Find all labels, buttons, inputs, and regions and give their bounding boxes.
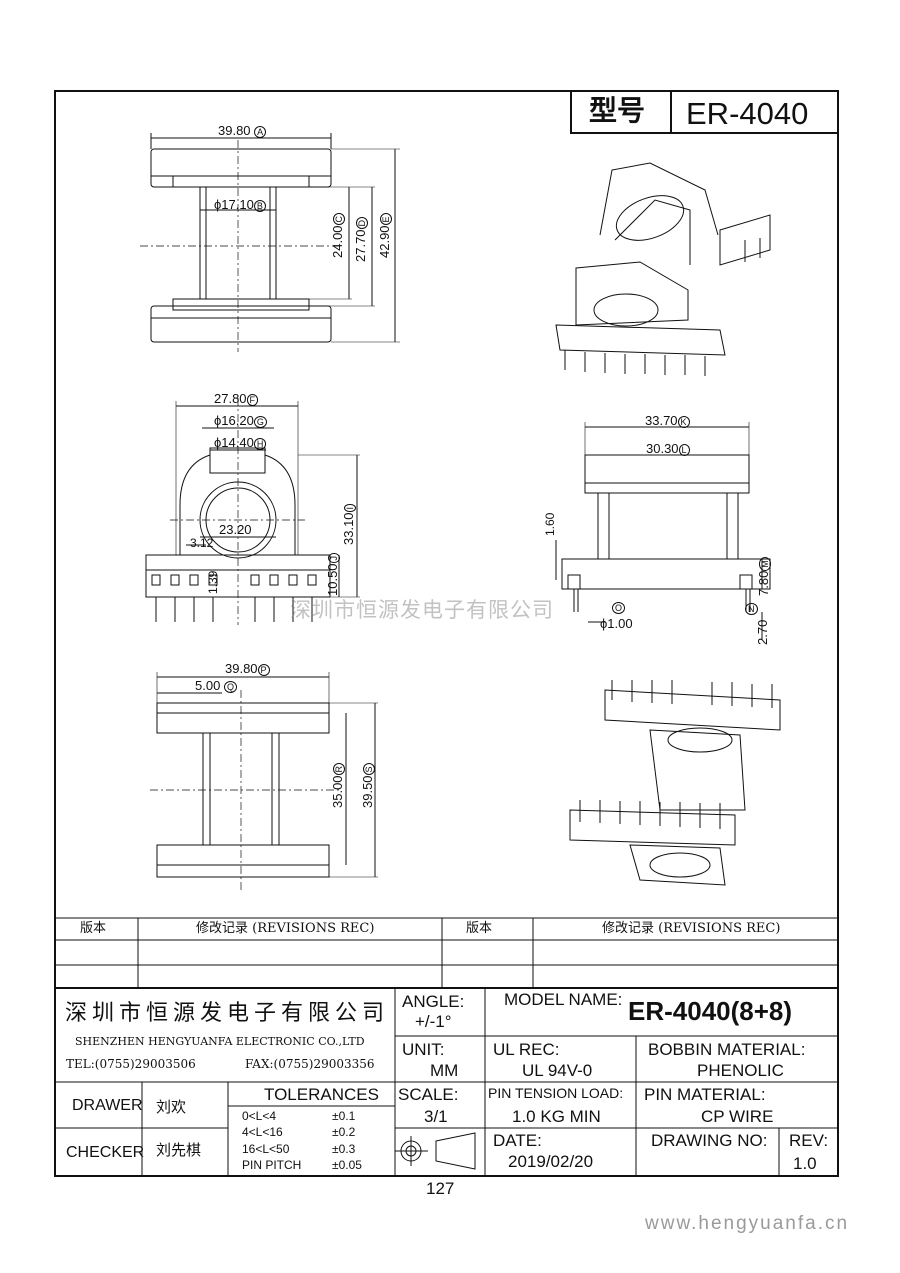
drawer-label: DRAWER xyxy=(72,1097,143,1114)
pin-material-value: CP WIRE xyxy=(701,1107,774,1126)
company-name-cn: 深圳市恒源发电子有限公司 xyxy=(65,1001,390,1026)
date-value: 2019/02/20 xyxy=(508,1152,594,1171)
tol-row-2-value: ±0.2 xyxy=(332,1125,356,1139)
rev-col-record-2: 修改记录 (REVISIONS REC) xyxy=(602,921,781,936)
dim-r: 35.00R xyxy=(330,762,345,808)
date-label: DATE: xyxy=(493,1131,542,1150)
dim-o: ϕ1.00 xyxy=(600,616,633,631)
pin-tension-label: PIN TENSION LOAD: xyxy=(488,1085,624,1101)
dim-e: 42.90E xyxy=(377,213,392,258)
iso-view-bottom xyxy=(569,680,781,886)
view-bottom xyxy=(150,672,378,890)
pin-tension-value: 1.0 KG MIN xyxy=(512,1107,601,1126)
dim-small1: 3.12 xyxy=(190,536,214,550)
bobbin-material-value: PHENOLIC xyxy=(697,1061,784,1080)
company-fax: FAX:(0755)29003356 xyxy=(245,1057,375,1071)
view-side-top xyxy=(140,133,400,352)
header-box xyxy=(570,90,839,134)
tol-row-4-value: ±0.05 xyxy=(332,1158,362,1172)
view-front xyxy=(145,398,360,625)
rev-value: 1.0 xyxy=(793,1154,817,1173)
ul-rec-value: UL 94V-0 xyxy=(522,1061,593,1080)
tol-row-3-value: ±0.3 xyxy=(332,1142,356,1156)
model-name-label: MODEL NAME: xyxy=(504,990,623,1009)
footer-url: www.hengyuanfa.cn xyxy=(645,1213,850,1234)
dim-d: 27.70D xyxy=(353,216,368,262)
dim-i: 33.10I xyxy=(341,503,356,545)
company-watermark: 深圳市恒源发电子有限公司 xyxy=(290,598,554,622)
company-tel: TEL:(0755)29003506 xyxy=(66,1057,196,1071)
rev-col-version-1: 版本 xyxy=(80,921,107,936)
header-model-number: ER-4040 xyxy=(686,96,809,131)
dim-inner: 23.20 xyxy=(219,522,252,537)
view-side-right xyxy=(555,422,771,640)
dim-small2: 1.39 xyxy=(206,570,220,594)
ul-rec-label: UL REC: xyxy=(493,1040,560,1059)
tol-row-4-range: PIN PITCH xyxy=(242,1158,302,1172)
rev-col-record-1: 修改记录 (REVISIONS REC) xyxy=(196,921,375,936)
company-name-en: SHENZHEN HENGYUANFA ELECTRONIC CO.,LTD xyxy=(75,1035,365,1048)
page-number: 127 xyxy=(426,1179,455,1198)
drawer-value: 刘欢 xyxy=(156,1098,187,1116)
drawing-no-label: DRAWING NO: xyxy=(651,1131,768,1150)
rev-label: REV: xyxy=(789,1131,829,1150)
header-model-label: 型号 xyxy=(589,94,646,127)
unit-value: MM xyxy=(430,1061,459,1080)
scale-label: SCALE: xyxy=(398,1085,459,1104)
dim-o-mark: O xyxy=(612,602,626,614)
angle-value: +/-1° xyxy=(415,1012,452,1031)
angle-label: ANGLE: xyxy=(402,992,465,1011)
rev-col-version-2: 版本 xyxy=(466,921,493,936)
dim-m: 7.80M xyxy=(756,557,771,596)
dim-a: 39.80 A xyxy=(218,124,267,138)
tolerances-label: TOLERANCES xyxy=(264,1085,379,1104)
dim-n-mark: N xyxy=(745,603,758,615)
drawing-frame xyxy=(54,90,839,1177)
dim-n: 2.70 xyxy=(755,619,770,645)
dim-c: 24.00C xyxy=(330,212,345,258)
checker-label: CHECKER xyxy=(66,1144,145,1161)
iso-view-top xyxy=(555,162,771,376)
tol-row-1-range: 0<L<4 xyxy=(242,1109,277,1123)
tol-row-3-range: 16<L<50 xyxy=(242,1142,290,1156)
tol-row-2-range: 4<L<16 xyxy=(242,1125,283,1139)
model-name-value: ER-4040(8+8) xyxy=(628,996,793,1026)
dim-s: 39.50S xyxy=(360,763,375,808)
checker-value: 刘先棋 xyxy=(156,1141,202,1159)
scale-value: 3/1 xyxy=(424,1107,448,1126)
dim-j: 10.50J xyxy=(325,552,340,596)
dim-h160: 1.60 xyxy=(543,512,557,536)
title-block-grid xyxy=(55,988,838,1176)
pin-material-label: PIN MATERIAL: xyxy=(644,1085,766,1104)
front-pins xyxy=(151,574,317,622)
tol-row-1-value: ±0.1 xyxy=(332,1109,356,1123)
dim-q: 5.00 Q xyxy=(195,679,237,693)
revision-table xyxy=(55,917,838,989)
unit-label: UNIT: xyxy=(402,1040,445,1059)
bobbin-material-label: BOBBIN MATERIAL: xyxy=(648,1040,806,1059)
